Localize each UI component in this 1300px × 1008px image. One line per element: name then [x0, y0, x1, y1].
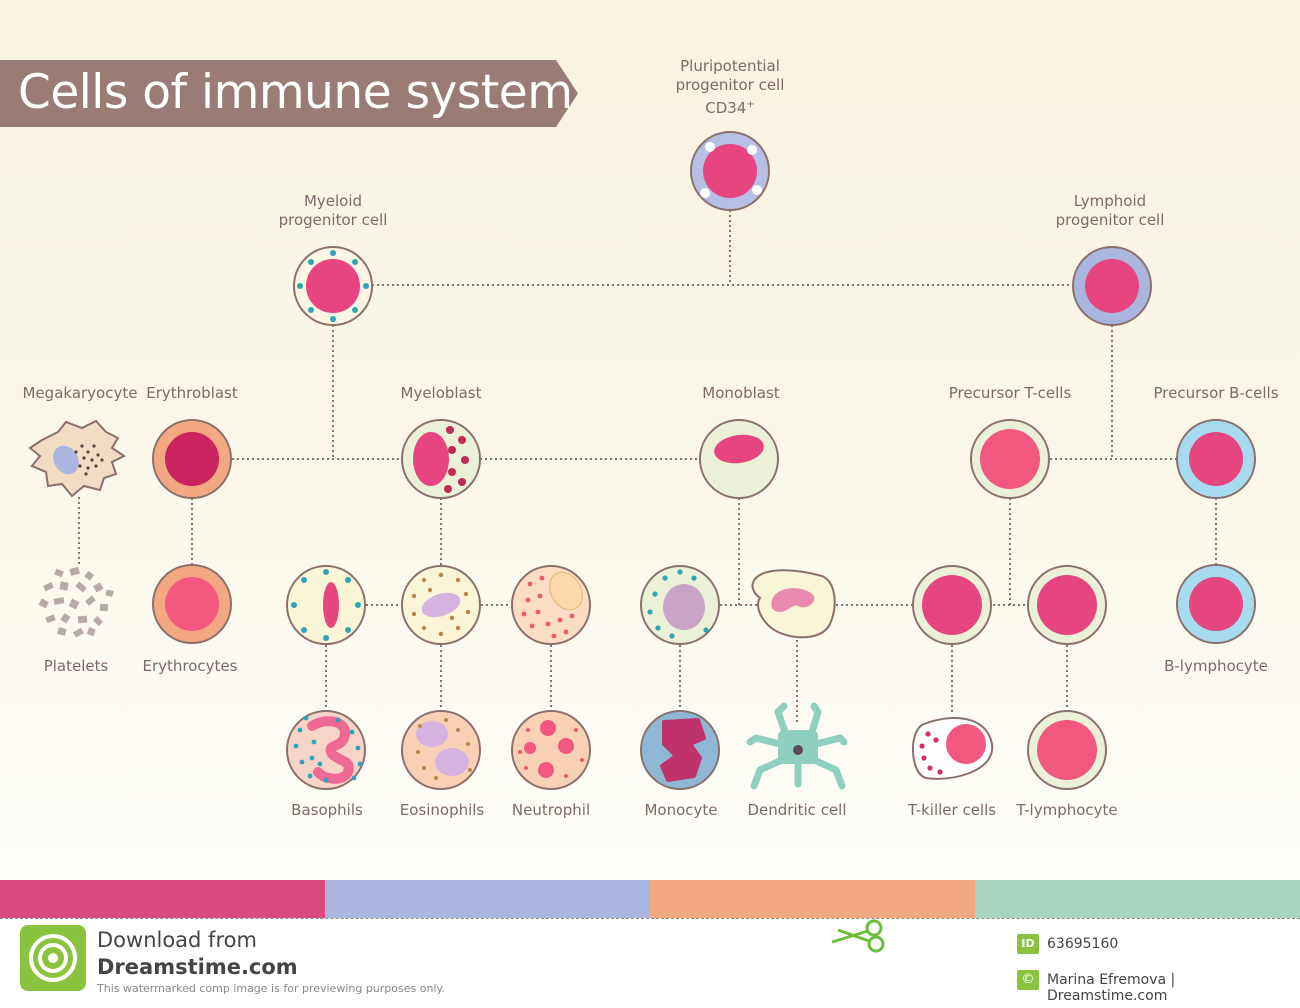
author-credit[interactable]: Marina Efremova | Dreamstime.com	[1047, 972, 1176, 1004]
precursor-b-cell	[1176, 419, 1256, 499]
label-t-lymphocyte: T-lymphocyte	[1016, 801, 1118, 819]
label-erythrocytes: Erythrocytes	[142, 657, 238, 675]
neutrophil-precursor-cell	[511, 565, 591, 645]
label-lymphoid: Lymphoid progenitor cell	[1056, 192, 1165, 230]
id-badge-icon: ID	[1017, 934, 1039, 954]
stripe-green	[975, 880, 1300, 918]
stripe-orange	[650, 880, 975, 918]
label-erythroblast: Erythroblast	[146, 384, 238, 402]
megakaryocyte-cell	[28, 419, 126, 498]
download-from-text: Download from	[97, 928, 257, 952]
page-title: Cells of immune system	[18, 65, 573, 120]
lymphoid-progenitor-cell	[1072, 246, 1152, 326]
eosinophil-precursor-cell	[401, 565, 481, 645]
monoblast-cell	[699, 419, 779, 499]
monocyte-cell	[640, 710, 720, 790]
label-myeloid: Myeloid progenitor cell	[279, 192, 388, 230]
label-dendritic-cell: Dendritic cell	[747, 801, 847, 819]
label-precursor-b: Precursor B-cells	[1153, 384, 1279, 402]
precursor-t-cell	[970, 419, 1050, 499]
label-myeloid-line2: progenitor cell	[278, 211, 388, 229]
t-killer-precursor-cell	[912, 565, 992, 645]
t-killer-cell	[911, 717, 994, 780]
t-lymphocyte-cell	[1027, 710, 1107, 790]
title-banner	[0, 60, 578, 127]
dendritic-cell	[746, 702, 848, 790]
label-pluripotential-line2: progenitor cell	[675, 76, 785, 94]
basophil-cell	[286, 710, 366, 790]
b-lymphocyte-cell	[1176, 564, 1256, 644]
label-b-lymphocyte: B-lymphocyte	[1164, 657, 1268, 675]
label-pluripotential-line3: CD34+	[676, 95, 785, 118]
preview-note: This watermarked comp image is for previ…	[97, 982, 445, 995]
eosinophil-cell	[401, 710, 481, 790]
label-lymphoid-line2: progenitor cell	[1055, 211, 1165, 229]
label-lymphoid-line1: Lymphoid	[1073, 192, 1147, 210]
label-t-killer-cells: T-killer cells	[907, 801, 997, 819]
stripe-pink	[0, 880, 325, 918]
t-lymphocyte-precursor-cell	[1027, 565, 1107, 645]
neutrophil-cell	[511, 710, 591, 790]
scissors-icon	[831, 919, 885, 953]
label-precursor-t: Precursor T-cells	[948, 384, 1072, 402]
label-monoblast: Monoblast	[702, 384, 780, 402]
copyright-icon: ©	[1017, 970, 1039, 990]
label-megakaryocyte: Megakaryocyte	[22, 384, 138, 402]
label-myeloid-line1: Myeloid	[303, 192, 363, 210]
footer-divider	[0, 918, 1300, 919]
dendritic-precursor-cell	[751, 569, 836, 639]
basophil-precursor-cell	[286, 565, 366, 645]
label-pluripotential: Pluripotential progenitor cell CD34+	[676, 57, 785, 118]
label-neutrophil: Neutrophil	[511, 801, 591, 819]
stripe-blue	[325, 880, 650, 918]
erythroblast-cell	[152, 419, 232, 499]
myeloblast-cell	[401, 419, 481, 499]
label-eosinophils: Eosinophils	[399, 801, 485, 819]
label-pluripotential-line1: Pluripotential	[680, 57, 780, 75]
dreamstime-link[interactable]: Dreamstime.com	[97, 955, 298, 979]
label-myeloblast: Myeloblast	[400, 384, 482, 402]
lineage-connectors	[78, 210, 1217, 725]
label-basophils: Basophils	[291, 801, 363, 819]
cd34-text: CD34	[705, 99, 747, 117]
watermark-footer	[0, 918, 1300, 1008]
pluripotential-cell	[690, 131, 770, 211]
erythrocyte-cell	[152, 564, 232, 644]
label-platelets: Platelets	[43, 657, 109, 675]
label-monocyte: Monocyte	[644, 801, 718, 819]
dreamstime-spiral-icon[interactable]	[20, 925, 86, 991]
monocyte-precursor-cell	[640, 565, 720, 645]
cell-lineage-diagram	[28, 131, 1256, 790]
cd34-sup: +	[746, 99, 755, 110]
myeloid-progenitor-cell	[293, 246, 373, 326]
platelets-cluster	[38, 566, 114, 638]
image-id: 63695160	[1047, 936, 1119, 952]
